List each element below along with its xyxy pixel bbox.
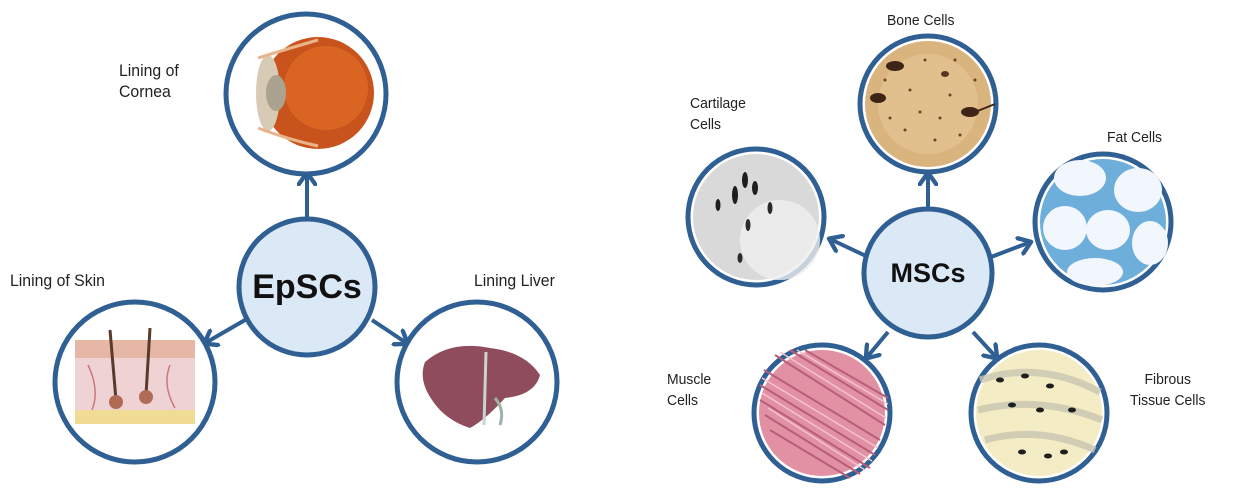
node-liver [397,302,557,462]
epscs-hub-label: EpSCs [247,268,367,306]
fibrous-tissue-icon [976,350,1102,476]
arrow-to-liver [372,320,405,342]
arrow-to-cartilage [832,240,866,256]
arrow-to-muscle [868,332,888,356]
label-fat-cells: Fat Cells [1107,127,1162,148]
node-skin [55,302,215,462]
label-bone-cells: Bone Cells [887,10,954,31]
label-liver: Lining Liver [474,270,555,291]
arrow-to-skin [207,320,245,342]
label-cartilage-cells: Cartilage Cells [690,93,746,135]
eye-icon [256,37,374,149]
mscs-hub-label: MSCs [868,257,988,289]
cartilage-cells-icon [693,154,820,280]
label-muscle-cells: Muscle Cells [667,369,711,411]
node-bone-cells [860,36,996,172]
arrow-to-fibrous [973,332,995,356]
node-cornea [226,14,386,174]
arrow-to-fat [991,243,1028,257]
node-fat-cells [1035,154,1171,290]
label-cornea: Lining of Cornea [119,60,179,102]
node-fibrous-tissue-cells [971,345,1107,481]
label-fibrous-tissue-cells: Fibrous Tissue Cells [1130,369,1205,411]
node-cartilage-cells [688,149,824,285]
label-skin: Lining of Skin [10,270,105,291]
skin-layers-icon [75,328,195,424]
node-muscle-cells [754,345,890,481]
